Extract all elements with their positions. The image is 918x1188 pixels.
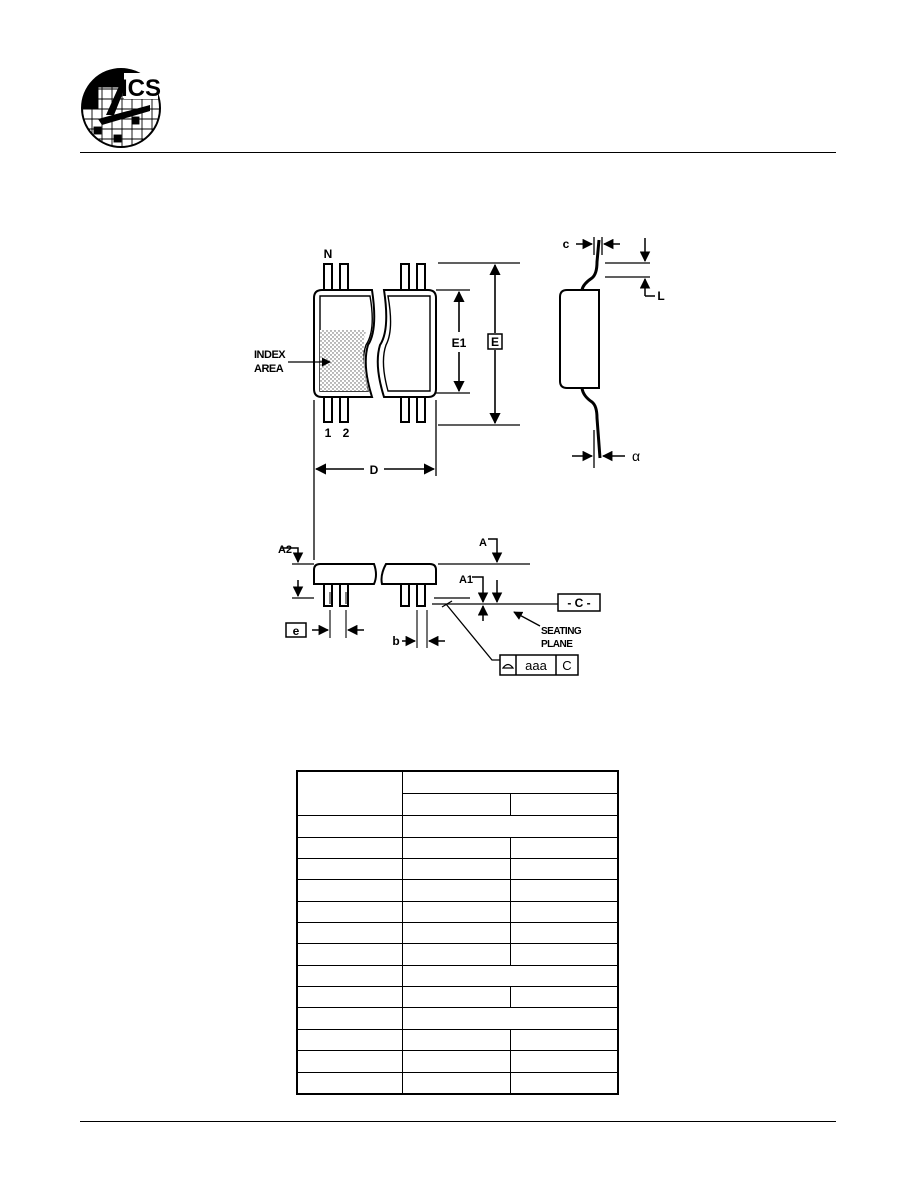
index-area-hatch [320, 330, 368, 391]
table-row [296, 1028, 619, 1052]
table-header-group-cell [401, 770, 619, 794]
dimension-table [296, 770, 619, 1095]
body-right-half [376, 289, 437, 398]
label-b: b [392, 634, 399, 648]
label-a2: A2 [278, 544, 292, 556]
coplanarity-frame [499, 654, 579, 676]
label-c: c [563, 237, 570, 251]
table-row [296, 964, 619, 988]
label-aaa: aaa [525, 658, 547, 673]
table-header-symbol-cell [296, 770, 403, 817]
label-pin-2: 2 [343, 426, 350, 440]
label-pin-1: 1 [325, 426, 332, 440]
front-view-body-right [380, 563, 437, 585]
table-row [296, 943, 619, 966]
label-e-pitch: e [293, 624, 300, 638]
table-row [296, 1050, 619, 1073]
front-view-body-left [313, 563, 377, 585]
label-seating-plane-2: PLANE [541, 639, 573, 650]
table-row [296, 922, 619, 945]
table-subheader-cell [401, 792, 511, 817]
table-row [296, 879, 619, 902]
label-a: A [479, 537, 487, 549]
label-l: L [657, 289, 664, 303]
label-e: E [491, 335, 499, 349]
label-e1: E1 [452, 336, 467, 350]
label-index-area-2: AREA [254, 363, 284, 375]
side-view-body [559, 289, 600, 389]
table-row [296, 1071, 619, 1095]
ics-logo: ICS [81, 68, 161, 148]
label-n: N [324, 247, 333, 261]
footer-rule [80, 1121, 836, 1122]
table-row [296, 1007, 619, 1030]
label-index-area-1: INDEX [254, 349, 286, 361]
table-row [296, 986, 619, 1009]
logo-text: ICS [121, 75, 161, 102]
table-subheader-cell [509, 792, 619, 817]
top-leads [323, 263, 426, 423]
label-alpha: α [632, 448, 640, 464]
label-a1: A1 [459, 574, 473, 586]
table-row [296, 900, 619, 924]
table-row [296, 857, 619, 881]
coplanarity-symbol-icon [501, 663, 515, 669]
label-datum-c: - C - [567, 596, 590, 610]
label-d: D [370, 463, 379, 477]
label-fcf-c: C [562, 658, 571, 673]
table-header-row [296, 770, 619, 817]
header-rule [80, 152, 836, 153]
table-row [296, 815, 619, 838]
label-seating-plane-1: SEATING [541, 626, 582, 637]
table-row [296, 836, 619, 859]
